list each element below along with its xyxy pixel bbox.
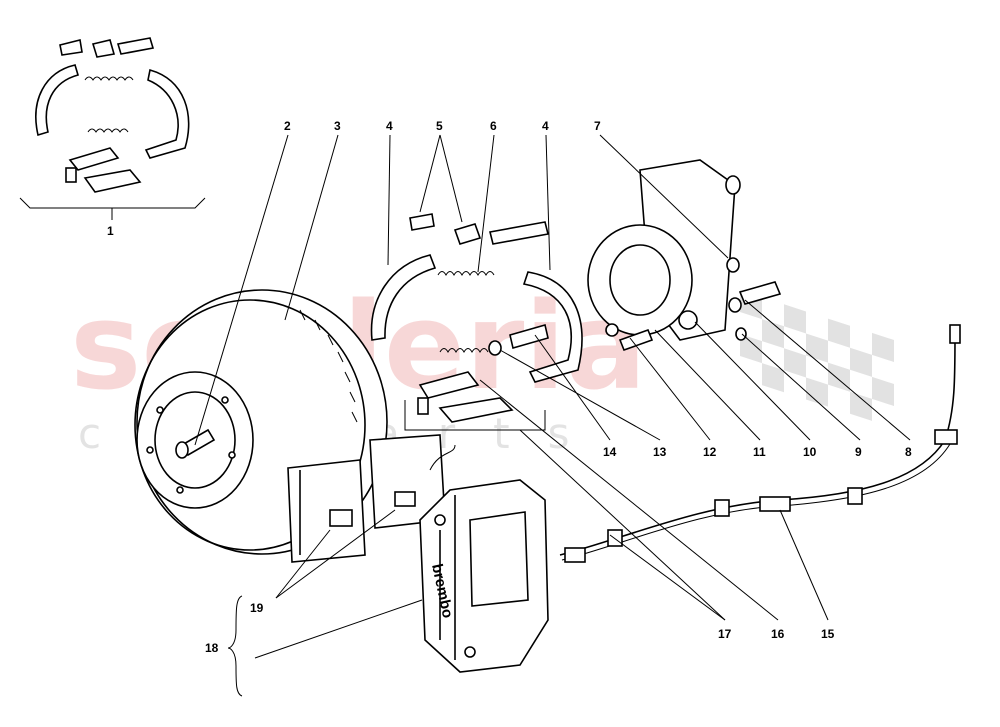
callout-11: 11 bbox=[753, 445, 766, 459]
callout-7: 7 bbox=[594, 119, 601, 133]
callout-4a: 4 bbox=[386, 119, 393, 133]
brake-pads bbox=[287, 434, 456, 563]
callout-13: 13 bbox=[653, 445, 667, 459]
callout-12: 12 bbox=[703, 445, 717, 459]
callout-1: 1 bbox=[107, 224, 114, 238]
callout-8: 8 bbox=[905, 445, 912, 459]
brake-caliper: brembo bbox=[419, 479, 549, 673]
callout-4b: 4 bbox=[542, 119, 549, 133]
callout-19: 19 bbox=[250, 601, 264, 615]
callout-9: 9 bbox=[855, 445, 862, 459]
checker-flag bbox=[740, 290, 894, 421]
callout-15: 15 bbox=[821, 627, 835, 641]
handbrake-shoe-assembly bbox=[370, 213, 583, 431]
leader-lines bbox=[194, 134, 911, 697]
callout-17: 17 bbox=[718, 627, 732, 641]
callout-10: 10 bbox=[803, 445, 817, 459]
handbrake-shoe-kit-inset bbox=[19, 37, 206, 220]
brake-hose bbox=[559, 324, 961, 563]
callout-16: 16 bbox=[771, 627, 785, 641]
callout-6: 6 bbox=[490, 119, 497, 133]
wheel-hub-knuckle bbox=[587, 159, 782, 352]
callout-labels: 1 2 3 4 5 6 4 7 19 18 14 13 12 11 10 9 8… bbox=[107, 119, 912, 655]
callout-5: 5 bbox=[436, 119, 443, 133]
callout-18: 18 bbox=[205, 641, 219, 655]
callout-3: 3 bbox=[334, 119, 341, 133]
callout-14: 14 bbox=[603, 445, 617, 459]
callout-2: 2 bbox=[284, 119, 291, 133]
